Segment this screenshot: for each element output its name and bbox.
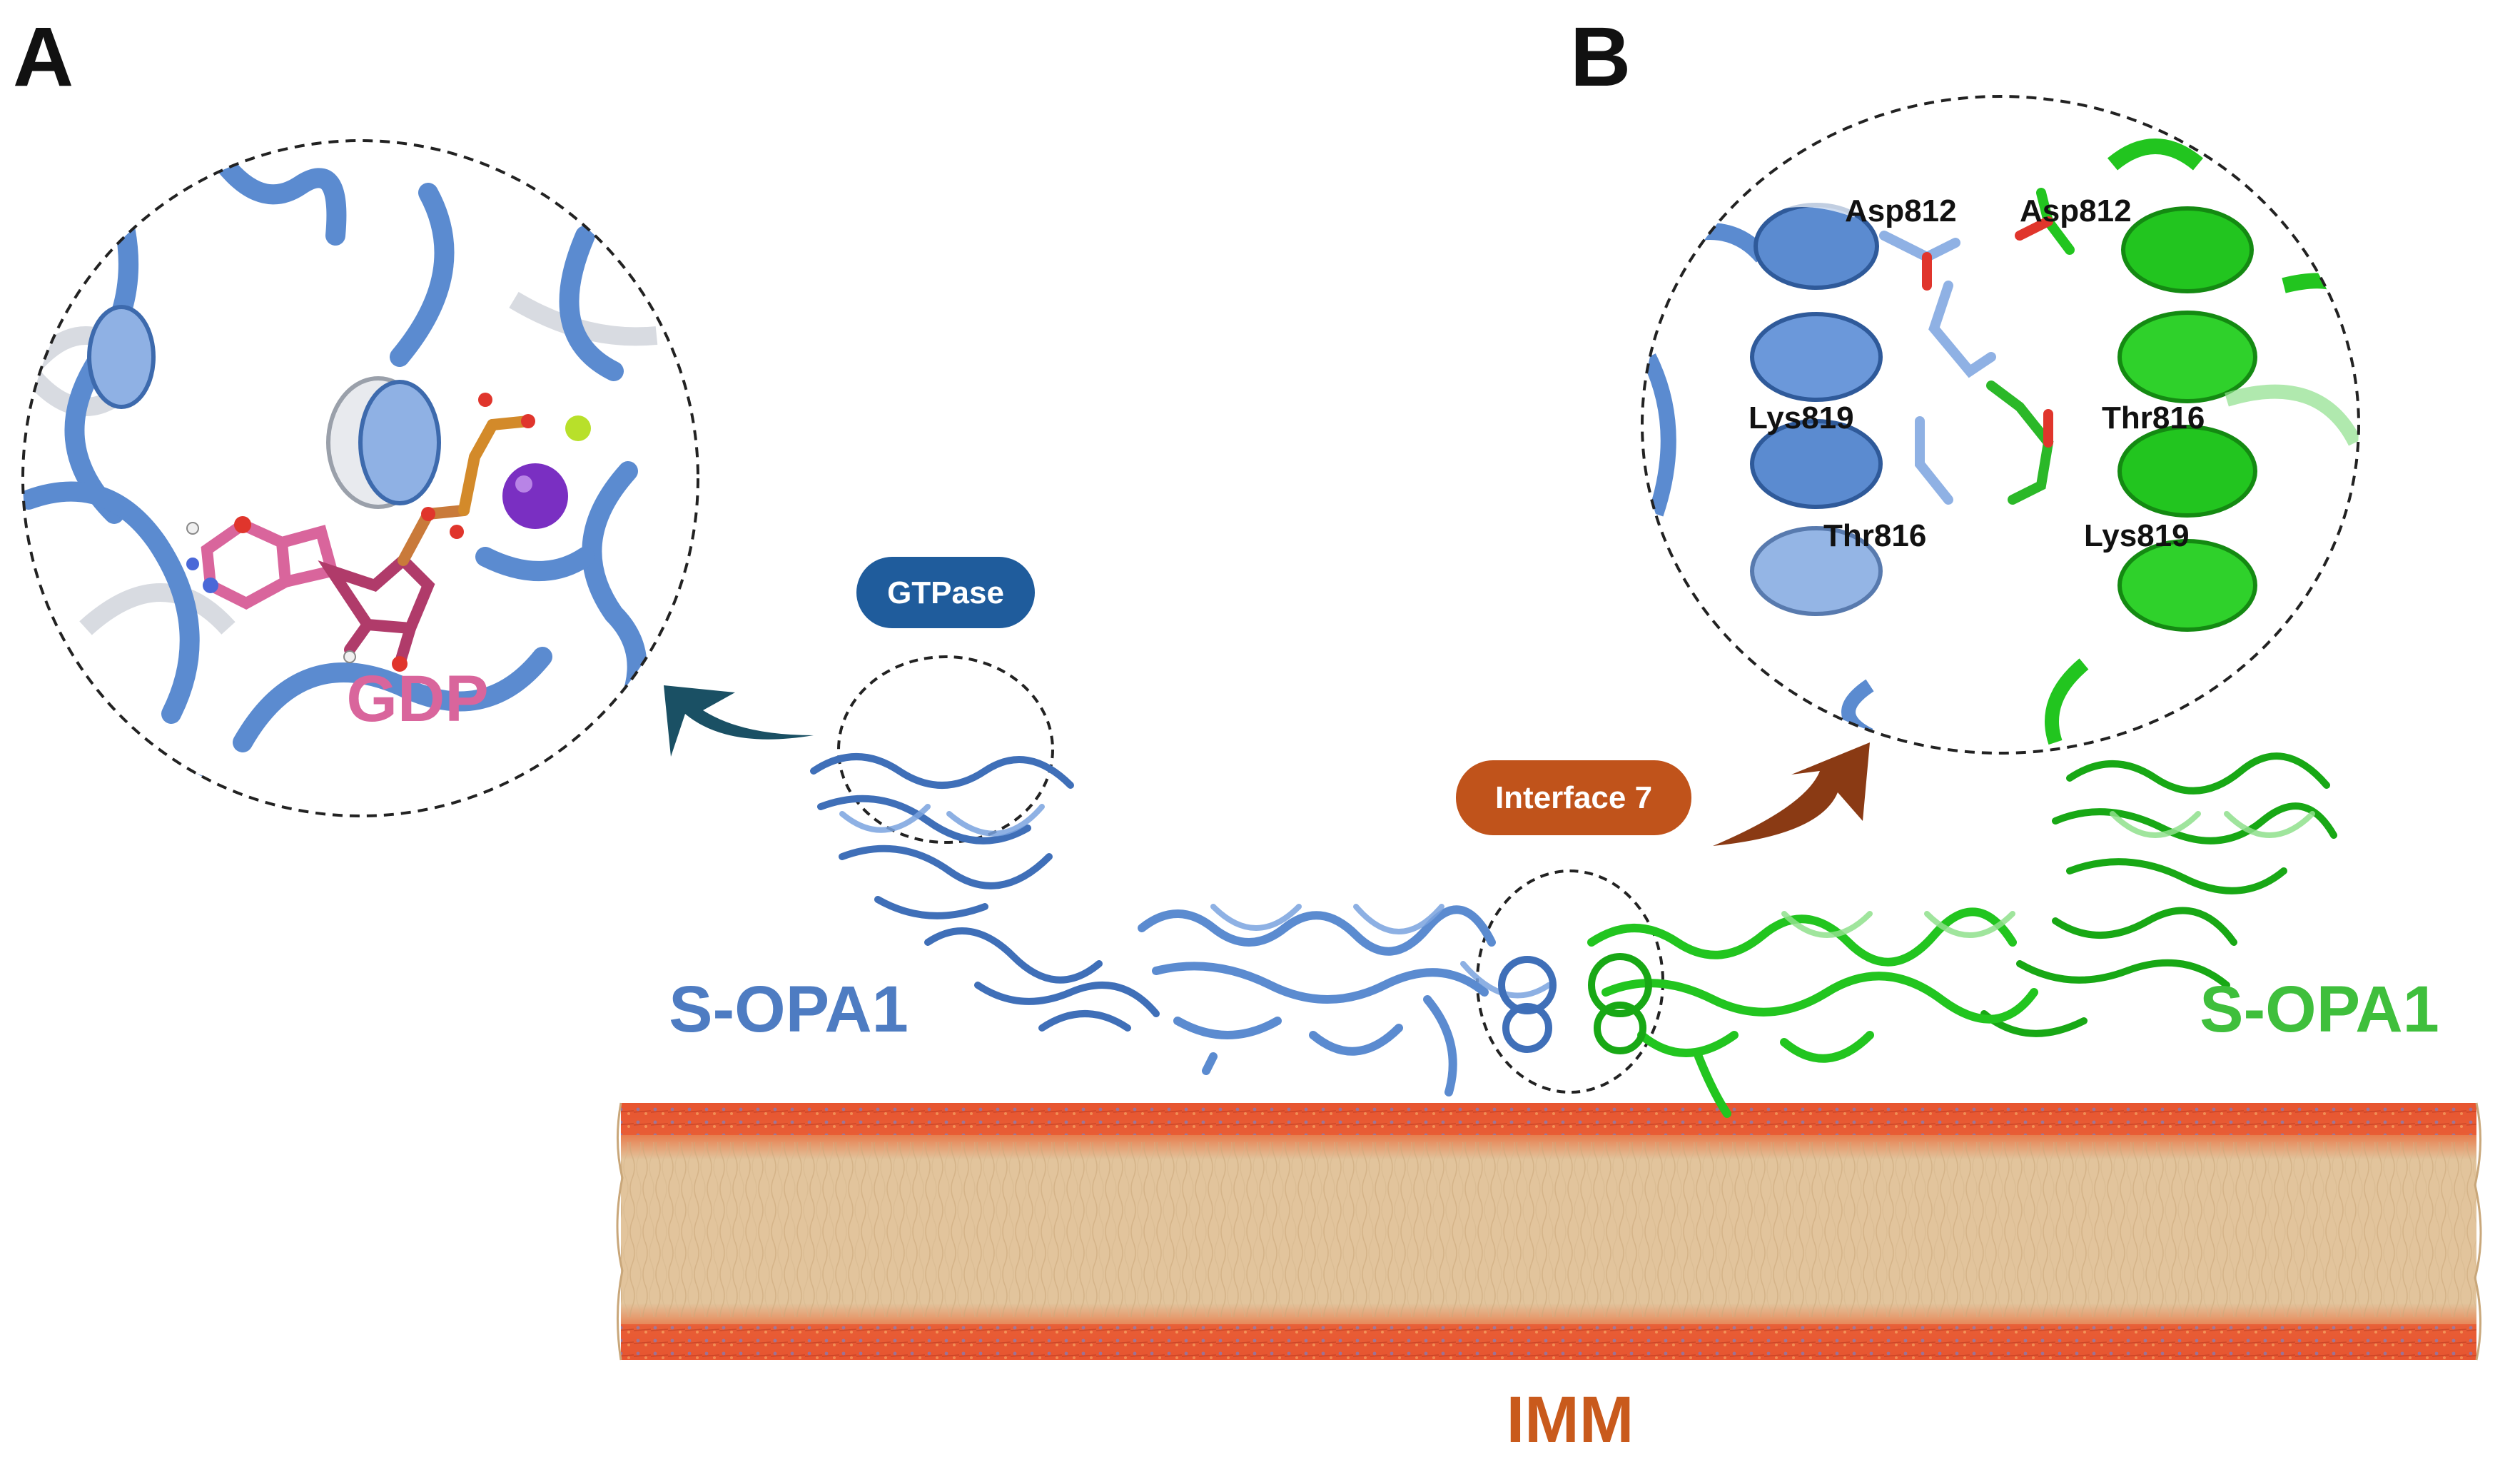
blue-helix (1642, 200, 1883, 742)
chloride-ion (565, 415, 591, 441)
arrow-to-inset-b (1713, 742, 1870, 846)
inset-b-interface (1642, 96, 2359, 753)
residue-label-asp812-left: Asp812 (1845, 193, 1957, 228)
residue-label-lys819-left: Lys819 (1749, 400, 1854, 435)
inset-b-border (1641, 95, 2360, 755)
membrane-bilayer (616, 1102, 2482, 1361)
magnesium-ion (502, 463, 568, 529)
arrow-to-inset-a (664, 685, 814, 757)
svg-text:GTPase: GTPase (887, 575, 1004, 610)
svg-text:Interface 7: Interface 7 (1495, 780, 1652, 815)
s-opa1-blue-structure (810, 753, 1557, 1096)
residue-label-thr816-left: Thr816 (1823, 518, 1926, 553)
protein-label-right: S-OPA1 (2200, 973, 2439, 1046)
gtpase-badge: GTPase (856, 557, 1035, 628)
residue-label-thr816-right: Thr816 (2102, 400, 2205, 435)
gtpase-region-marker (837, 655, 1054, 844)
green-helix (2045, 138, 2359, 745)
residue-label-asp812-right: Asp812 (2020, 193, 2132, 228)
membrane-label: IMM (1507, 1383, 1634, 1456)
panel-label-b: B (1570, 10, 1631, 104)
inset-a-gtpase-site (23, 141, 698, 816)
residue-label-lys819-right: Lys819 (2084, 518, 2190, 553)
gdp-label: GDP (346, 662, 488, 735)
side-chains (1879, 188, 2075, 505)
interface-badge: Interface 7 (1456, 760, 1691, 835)
inset-a-border (21, 139, 699, 817)
s-opa1-green-structure (1587, 752, 2337, 1118)
ion-highlight (515, 475, 532, 493)
protein-label-left: S-OPA1 (669, 973, 909, 1046)
panel-label-a: A (13, 10, 74, 104)
